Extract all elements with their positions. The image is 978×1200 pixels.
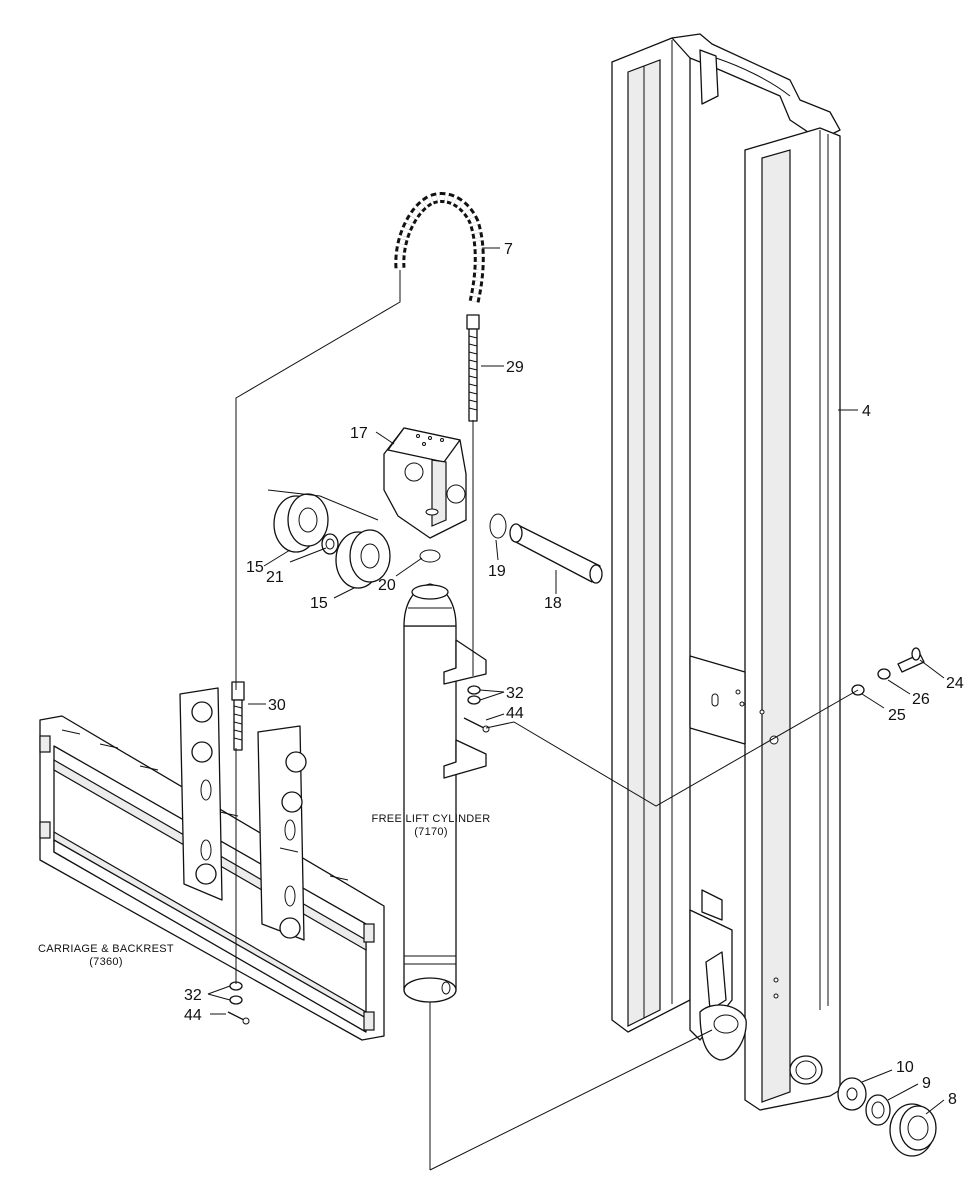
- callout-30: 30: [268, 697, 286, 714]
- callout-7: 7: [504, 241, 513, 258]
- callout-19: 19: [488, 563, 506, 580]
- callout-8: 8: [948, 1091, 957, 1108]
- chain: [394, 192, 485, 304]
- callout-25: 25: [888, 707, 906, 724]
- captions: FREE LIFT CYLINDER (7170) CARRIAGE & BAC…: [38, 813, 490, 968]
- callout-4: 4: [862, 403, 871, 420]
- sheave-shaft: [509, 523, 603, 584]
- carriage-chain-anchor: [231, 681, 245, 751]
- callout-numbers: 4 7 29 17 15 21 15 20 19 18 30 32 44 32 …: [184, 241, 964, 1108]
- callout-44-lower: 44: [184, 1007, 202, 1024]
- sheaves: [273, 493, 391, 589]
- callout-10: 10: [896, 1059, 914, 1076]
- callout-17: 17: [350, 425, 368, 442]
- callout-15-upper: 15: [246, 559, 264, 576]
- inner-mast: [611, 33, 841, 1111]
- callout-26: 26: [912, 691, 930, 708]
- carriage-backrest-label: CARRIAGE & BACKREST: [38, 943, 174, 955]
- callout-29: 29: [506, 359, 524, 376]
- mount-hardware: [851, 647, 925, 696]
- callout-21: 21: [266, 569, 284, 586]
- callout-24: 24: [946, 675, 964, 692]
- nuts-lower: [227, 981, 250, 1025]
- retaining-rings: [419, 513, 507, 563]
- callout-32-lower: 32: [184, 987, 202, 1004]
- nuts-upper: [463, 685, 490, 733]
- free-lift-cylinder: [403, 583, 487, 1003]
- callout-18: 18: [544, 595, 562, 612]
- sheave-bracket: [383, 427, 467, 539]
- callout-44-upper: 44: [506, 705, 524, 722]
- carriage-backrest: [39, 687, 385, 1041]
- callout-32-upper: 32: [506, 685, 524, 702]
- chain-anchor-bolt: [466, 314, 480, 422]
- leader-lines: [207, 247, 945, 1171]
- callout-15-lower: 15: [310, 595, 328, 612]
- callout-20: 20: [378, 577, 396, 594]
- mast-roller-bearing: [837, 1077, 937, 1157]
- carriage-backrest-code: (7360): [89, 956, 123, 968]
- callout-9: 9: [922, 1075, 931, 1092]
- free-lift-cylinder-code: (7170): [414, 826, 448, 838]
- free-lift-cylinder-label: FREE LIFT CYLINDER: [372, 813, 491, 825]
